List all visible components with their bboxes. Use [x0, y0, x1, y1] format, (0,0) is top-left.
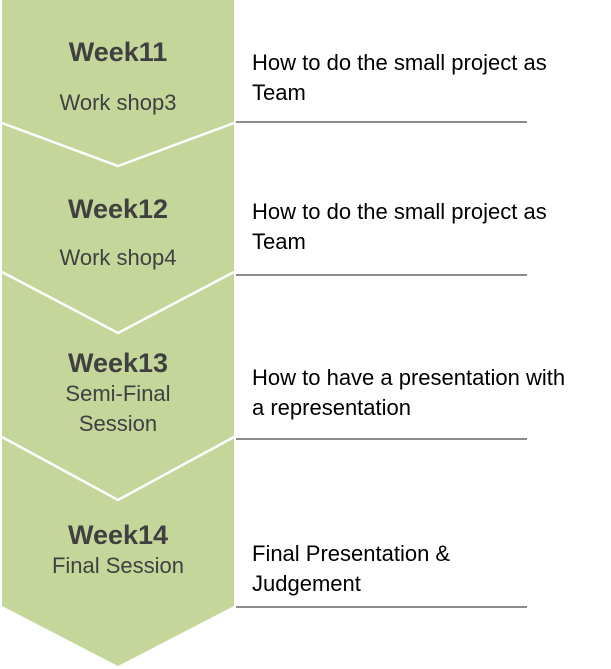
session-label: Semi-Final Session — [65, 381, 171, 436]
step-description: How to have a presentation with a repres… — [252, 365, 566, 420]
chevron-divider-2 — [1, 270, 235, 335]
description-rule — [236, 121, 527, 123]
week-label: Week11 — [68, 37, 168, 67]
stage-week11: Week11 Work shop3 — [0, 36, 236, 118]
stage-week12: Week12 Work shop4 — [0, 193, 236, 273]
step-description: How to do the small project as Team — [252, 50, 547, 105]
session-label: Work shop3 — [59, 90, 177, 115]
description-rule — [236, 274, 527, 276]
session-label: Work shop4 — [59, 245, 177, 270]
description-rule — [236, 438, 527, 440]
step-description: Final Presentation & Judgement — [252, 541, 451, 596]
session-label: Final Session — [51, 553, 185, 578]
week-label: Week12 — [67, 194, 169, 224]
stage-week14: Week14 Final Session — [0, 519, 236, 581]
chevron-divider-1 — [1, 121, 235, 168]
stage-week13: Week13 Semi-Final Session — [0, 347, 236, 439]
chevron-divider-3 — [1, 435, 235, 502]
step-description: How to do the small project as Team — [252, 199, 547, 254]
week-label: Week14 — [67, 520, 169, 550]
week-label: Week13 — [67, 348, 169, 378]
description-rule — [236, 606, 527, 608]
